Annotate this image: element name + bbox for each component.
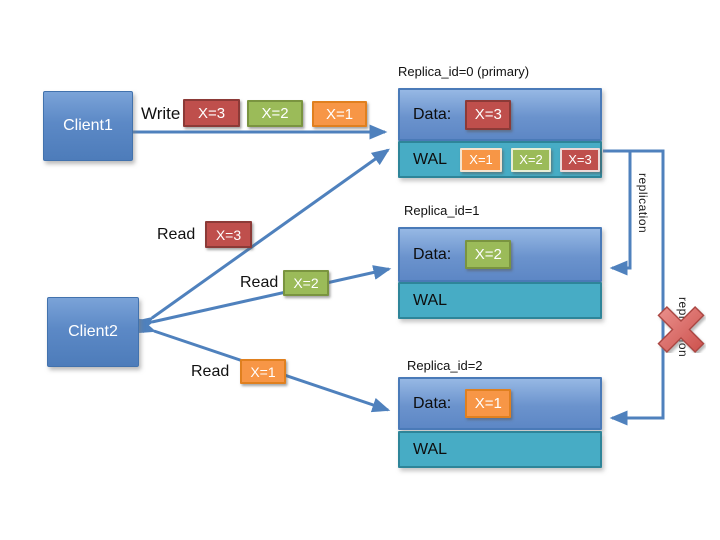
read-badge-x1: X=1: [240, 359, 286, 384]
read-badge-x2: X=2: [283, 270, 329, 296]
replica1-title: Replica_id=1: [404, 203, 480, 218]
broken-link-cross-icon: [657, 306, 705, 353]
client1-box: Client1: [43, 91, 133, 161]
replica0-wal-badge-x1: X=1: [460, 147, 503, 172]
replication-arrow-1: [603, 149, 632, 276]
replica1-data-label: Data:: [413, 245, 452, 263]
replication-arrow-2: [609, 149, 665, 426]
replica2-title: Replica_id=2: [407, 358, 483, 373]
replica2-wal-label: WAL: [413, 440, 448, 458]
read-badge-x3: X=3: [205, 221, 252, 248]
write-badge-x3-label: X=3: [197, 104, 226, 122]
replica0-wal-badge-x3: X=3: [560, 147, 600, 172]
read-arrow-x2: [135, 265, 392, 333]
replica0-wal-badge-x3-label: X=3: [568, 152, 592, 167]
replica2-data-box: Data: X=1: [398, 377, 602, 430]
replica1-wal-label: WAL: [413, 291, 448, 309]
write-badge-x3: X=3: [183, 99, 240, 127]
write-badge-x1: X=1: [312, 101, 367, 127]
replica0-title: Replica_id=0 (primary): [398, 64, 530, 79]
write-badge-x2-label: X=2: [261, 105, 289, 122]
read-label-2: Read: [240, 274, 279, 291]
replica1-data-box: Data: X=2: [398, 227, 602, 282]
replica2-data-badge: X=1: [465, 389, 512, 418]
replica0-data-badge: X=3: [465, 99, 512, 130]
read-badge-x1-label: X=1: [250, 363, 276, 380]
replica1-data-badge: X=2: [465, 240, 512, 269]
replica0-wal-label: WAL: [413, 150, 448, 168]
read-label-3: Read: [191, 363, 230, 380]
replica0-wal-badge-x1-label: X=1: [469, 152, 493, 167]
read-badge-x2-label: X=2: [293, 275, 319, 291]
replication-label-1: replication: [636, 173, 650, 234]
client2-box: Client2: [47, 297, 139, 367]
replica0-data-badge-label: X=3: [474, 106, 502, 123]
replica2-data-label: Data:: [413, 394, 452, 412]
read-badge-x3-label: X=3: [215, 226, 242, 243]
replica0-data-label: Data:: [413, 105, 452, 123]
replica0-wal-badge-x2: X=2: [511, 147, 551, 172]
write-badge-x1-label: X=1: [325, 105, 354, 123]
client2-label: Client2: [68, 323, 118, 340]
write-badge-x2: X=2: [247, 100, 303, 127]
replica2-data-badge-label: X=1: [474, 395, 502, 412]
replica0-data-box: Data: X=3: [398, 88, 602, 141]
read-label-1: Read: [157, 226, 196, 243]
replica2-wal-bar: WAL: [398, 431, 602, 468]
replica1-wal-bar: WAL: [398, 282, 602, 319]
replica0-wal-bar: WAL X=1 X=2 X=3: [398, 141, 602, 178]
replica1-data-badge-label: X=2: [474, 246, 502, 263]
replica0-wal-badge-x2-label: X=2: [519, 152, 543, 167]
write-label: Write: [141, 104, 181, 123]
client1-label: Client1: [63, 117, 113, 134]
